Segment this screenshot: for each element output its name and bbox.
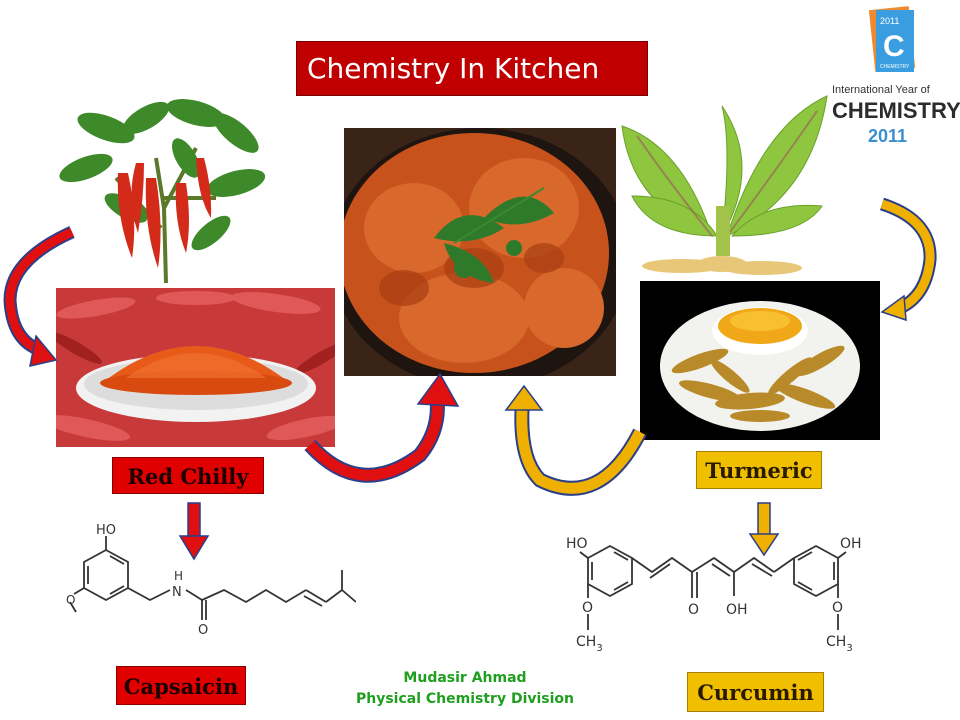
capsaicin-ho: HO: [96, 523, 116, 538]
author-name: Mudasir Ahmad: [403, 670, 527, 686]
turmeric-plant-image: [621, 95, 828, 275]
svg-text:CHEMISTRY: CHEMISTRY: [880, 64, 910, 70]
curry-dish-image: [344, 128, 616, 376]
curcumin-o-left: O: [582, 600, 593, 616]
curcumin-oh-right: OH: [840, 536, 862, 552]
author-division: Physical Chemistry Division: [355, 691, 575, 707]
svg-text:2011: 2011: [880, 16, 899, 26]
curcumin-label: Curcumin: [687, 672, 824, 712]
svg-text:C: C: [883, 30, 905, 63]
curcumin-ch3-left: CH3: [576, 634, 603, 654]
page-title: Chemistry In Kitchen: [296, 41, 648, 96]
credit-block: Mudasir Ahmad Physical Chemistry Divisio…: [340, 668, 590, 710]
red-chilly-label: Red Chilly: [112, 457, 264, 494]
curcumin-o-center: O: [688, 602, 699, 618]
iyc-badge-icon: 2011 C CHEMISTRY: [868, 6, 916, 72]
capsaicin-o-methoxy: O: [66, 593, 75, 607]
capsaicin-n: N: [172, 585, 182, 600]
curcumin-o-right: O: [832, 600, 843, 616]
curcumin-ho-left: HO: [566, 536, 588, 552]
turmeric-label: Turmeric: [696, 451, 822, 489]
capsaicin-h: H: [174, 569, 183, 583]
logo-line1: International Year of: [832, 84, 930, 96]
gold-curved-arrow-icon: [879, 197, 937, 322]
logo-line2: CHEMISTRY: [832, 98, 960, 123]
turmeric-powder-image: [640, 281, 880, 440]
capsaicin-o-carbonyl: O: [198, 623, 208, 638]
curcumin-structure: HO OH O O O OH CH3 CH3: [566, 536, 862, 654]
curcumin-ch3-right: CH3: [826, 634, 853, 654]
capsaicin-structure: HO O H N O: [66, 523, 356, 638]
chili-powder-image: [56, 288, 335, 447]
chili-plant-image: [59, 99, 266, 283]
gold-up-arrow-icon: [504, 384, 647, 496]
logo-line3: 2011: [868, 126, 908, 146]
capsaicin-label: Capsaicin: [116, 666, 246, 705]
iyc-logo: 2011 C CHEMISTRY International Year of C…: [828, 6, 960, 156]
curcumin-oh-center: OH: [726, 602, 748, 618]
